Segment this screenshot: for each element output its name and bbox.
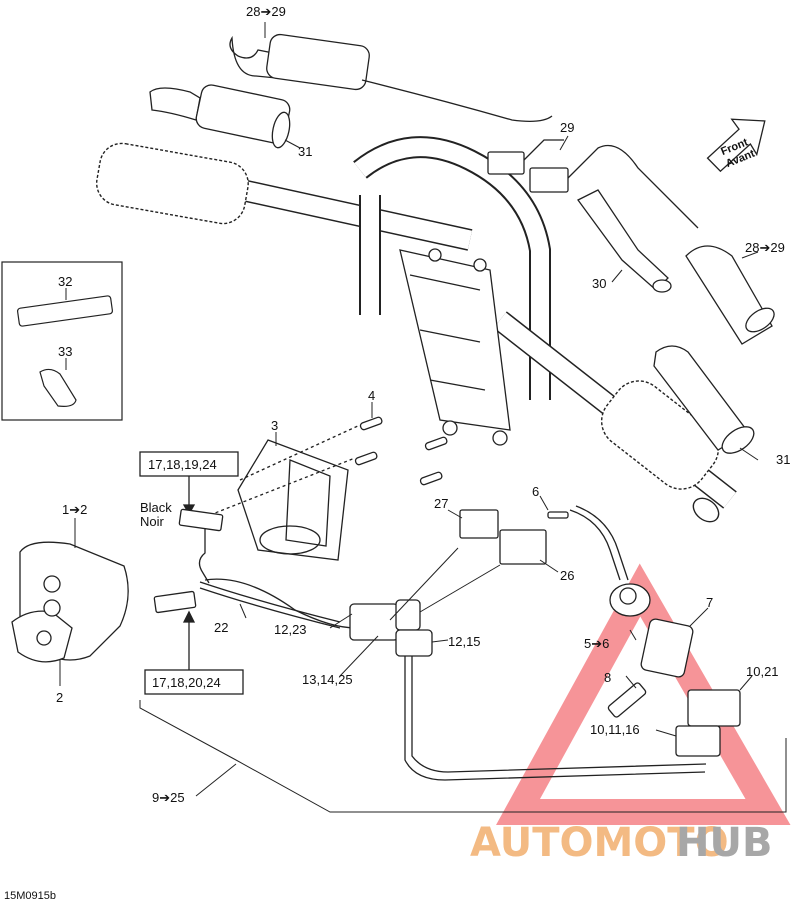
wiring-harness — [199, 505, 707, 781]
callout-33: 33 — [58, 344, 72, 359]
callout-31-top: 31 — [298, 144, 312, 159]
watermark-text-main: AUTOMOTO — [470, 820, 729, 866]
connector-29 — [487, 139, 699, 229]
connector-blocks — [349, 509, 569, 657]
handlebar — [95, 136, 737, 523]
callout-13-14-25: 13,14,25 — [302, 672, 353, 687]
callout-7: 7 — [706, 595, 713, 610]
watermark-text-hub: HUB — [676, 820, 772, 866]
callout-10-21: 10,21 — [746, 664, 779, 679]
watermark-logo: AUTOMOTO HUB — [470, 820, 772, 866]
callout-28-29-right: 28➔29 — [745, 240, 785, 255]
callout-12-15: 12,15 — [448, 634, 481, 649]
tube-30 — [577, 189, 672, 293]
callout-6: 6 — [532, 484, 539, 499]
housing-3 — [237, 439, 349, 561]
callout-2: 2 — [56, 690, 63, 705]
callout-12-23: 12,23 — [274, 622, 307, 637]
grip-heater-right — [685, 245, 775, 345]
callout-32: 32 — [58, 274, 72, 289]
callout-3: 3 — [271, 418, 278, 433]
callout-5-6: 5➔6 — [584, 636, 609, 651]
grip-heater-top — [229, 33, 553, 122]
grip-top-31 — [149, 84, 291, 149]
drawing-id: 15M0915b — [4, 890, 56, 902]
callout-1-2: 1➔2 — [62, 502, 87, 517]
callout-27: 27 — [434, 496, 448, 511]
accessories-inset — [1, 261, 123, 421]
leader-lines — [59, 22, 787, 813]
riser-clamp — [399, 248, 511, 446]
callout-8: 8 — [604, 670, 611, 685]
box-label-top: 17,18,19,24 — [148, 457, 217, 472]
connector-box-group — [139, 451, 386, 695]
switch-assembly — [11, 541, 129, 663]
screws-4 — [209, 416, 448, 516]
clip-33 — [39, 368, 77, 407]
callout-30: 30 — [592, 276, 606, 291]
callout-28-29-top: 28➔29 — [246, 4, 286, 19]
sealant-tube — [16, 295, 114, 327]
connector-color-french: Noir — [140, 514, 165, 529]
right-side-components — [607, 583, 741, 757]
grip-31-right — [653, 345, 755, 454]
callout-labels: 28➔29 31 29 28➔29 30 32 33 31 4 3 27 6 2… — [4, 4, 790, 902]
connector-color-english: Black — [140, 500, 172, 515]
callout-10-11-16: 10,11,16 — [590, 722, 640, 737]
callout-9-25: 9➔25 — [152, 790, 185, 805]
box-label-bottom: 17,18,20,24 — [152, 675, 221, 690]
callout-4: 4 — [368, 388, 375, 403]
callout-31-right: 31 — [776, 452, 790, 467]
callout-26: 26 — [560, 568, 574, 583]
callout-22: 22 — [214, 620, 228, 635]
callout-29: 29 — [560, 120, 574, 135]
